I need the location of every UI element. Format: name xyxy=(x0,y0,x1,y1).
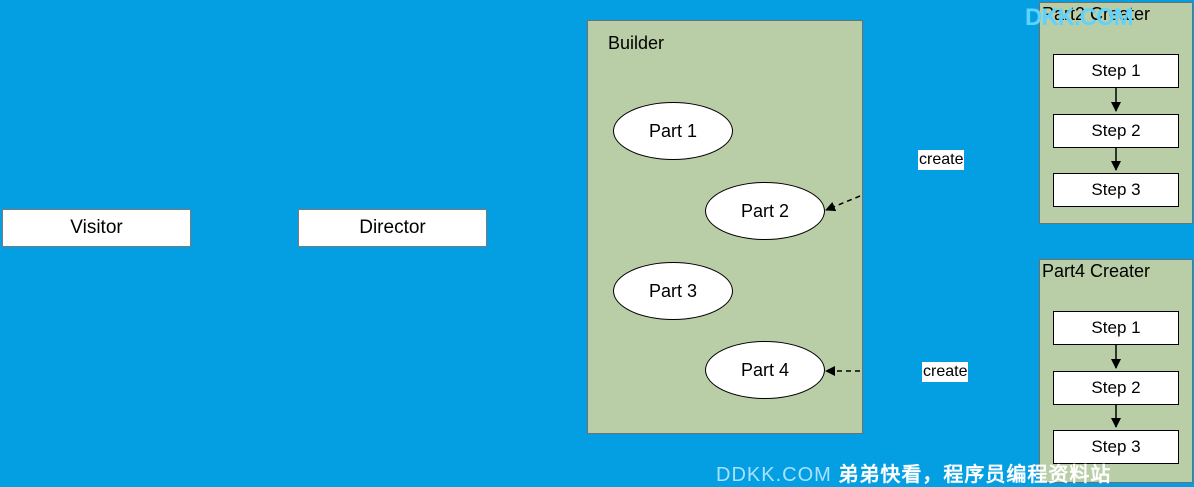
part2-step-2: Step 2 xyxy=(1053,114,1179,148)
director-node: Director xyxy=(298,209,487,247)
builder-container: Builder Part 1 Part 2 Part 3 Part 4 xyxy=(587,20,863,434)
part4-step-2-label: Step 2 xyxy=(1091,378,1141,397)
visitor-node: Visitor xyxy=(2,209,191,247)
part-2-label: Part 2 xyxy=(740,200,790,221)
visitor-label: Visitor xyxy=(70,217,123,238)
part4-step-3-label: Step 3 xyxy=(1091,437,1141,456)
watermark-top: DKK.COM xyxy=(1025,4,1134,31)
watermark-bottom-left: DDKK.COM xyxy=(716,464,832,486)
part2-step-3-label: Step 3 xyxy=(1091,180,1141,199)
part4-step-1-label: Step 1 xyxy=(1091,318,1141,337)
create-label-part2: create xyxy=(918,150,965,170)
watermark-bottom: DDKK.COM 弟弟快看，程序员编程资料站 xyxy=(716,458,1111,487)
part2-step-2-label: Step 2 xyxy=(1091,121,1141,140)
part2-creater-container: Part2 Creater Step 1 Step 2 Step 3 xyxy=(1039,2,1193,224)
part2-step-3: Step 3 xyxy=(1053,173,1179,207)
part2-step-1-label: Step 1 xyxy=(1091,61,1141,80)
part-1-label: Part 1 xyxy=(648,120,698,141)
part-3-label: Part 3 xyxy=(648,280,698,301)
part-4-node: Part 4 xyxy=(705,341,825,399)
part2-step-1: Step 1 xyxy=(1053,54,1179,88)
create-arrow-part2 xyxy=(825,195,861,212)
part-1-node: Part 1 xyxy=(613,102,733,160)
watermark-bottom-right: 弟弟快看，程序员编程资料站 xyxy=(838,464,1112,486)
part4-creater-title: Part4 Creater xyxy=(1042,261,1151,281)
builder-title: Builder xyxy=(608,33,665,53)
part-2-node: Part 2 xyxy=(705,182,825,240)
part4-step-1: Step 1 xyxy=(1053,311,1179,345)
part4-creater-container: Part4 Creater Step 1 Step 2 Step 3 xyxy=(1039,259,1193,483)
create-label-part4: create xyxy=(922,362,969,382)
part4-step-3: Step 3 xyxy=(1053,430,1179,464)
director-label: Director xyxy=(359,217,426,238)
part2-creater-title: Part2 Creater xyxy=(1042,4,1151,24)
part-4-label: Part 4 xyxy=(740,359,790,380)
part-3-node: Part 3 xyxy=(613,262,733,320)
part4-step-2: Step 2 xyxy=(1053,371,1179,405)
